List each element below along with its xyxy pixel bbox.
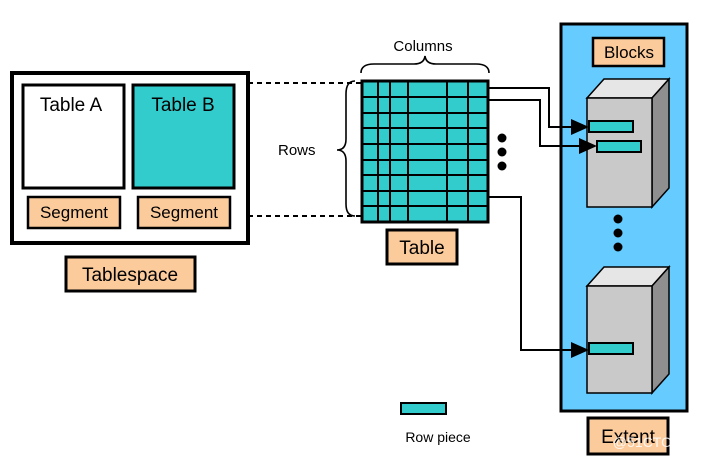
columns-label: Columns [393,38,452,55]
row-arrow-2 [488,99,597,154]
segment-b-label: Segment [150,203,218,222]
row-arrow-3 [488,196,589,358]
block-ellipsis-dot-2 [613,228,623,238]
table-a-label: Table A [40,95,103,116]
table-grid-fill [362,81,488,222]
table-b-label: Table B [151,95,214,116]
row-piece-1 [588,120,634,133]
rows-brace [336,80,356,217]
block-lower [585,265,671,395]
table-grid-border [360,79,490,224]
block-ellipsis-dot-3 [613,242,623,252]
row-arrow-1 [488,87,589,135]
table-b-box [131,83,236,190]
table-a-box [21,83,126,190]
table-ellipsis-dot-3 [497,161,507,171]
segment-a-label: Segment [40,203,108,222]
row-piece-3 [588,342,634,355]
table-grid-lines [362,81,488,222]
extent-label-box [586,416,670,456]
legend-row-piece-swatch [400,402,447,415]
columns-brace [360,55,490,74]
row-piece-2 [596,140,642,153]
table-ellipsis-dot-1 [497,133,507,143]
blocks-label: Blocks [604,43,654,62]
watermark: @51CTO博客 [613,434,700,450]
blocks-label-box [591,36,666,68]
table-label: Table [399,238,444,259]
rows-label: Rows [278,142,316,159]
extent-label: Extent [601,427,656,448]
segment-b-box [136,195,232,230]
block-ellipsis-dot-1 [613,214,623,224]
table-label-box [385,228,459,266]
tablespace-label: Tablespace [82,265,178,286]
table-ellipsis-dot-2 [497,147,507,157]
legend-row-piece-label: Row piece [405,429,471,445]
segment-a-box [26,195,122,230]
tablespace-label-box [64,255,197,293]
